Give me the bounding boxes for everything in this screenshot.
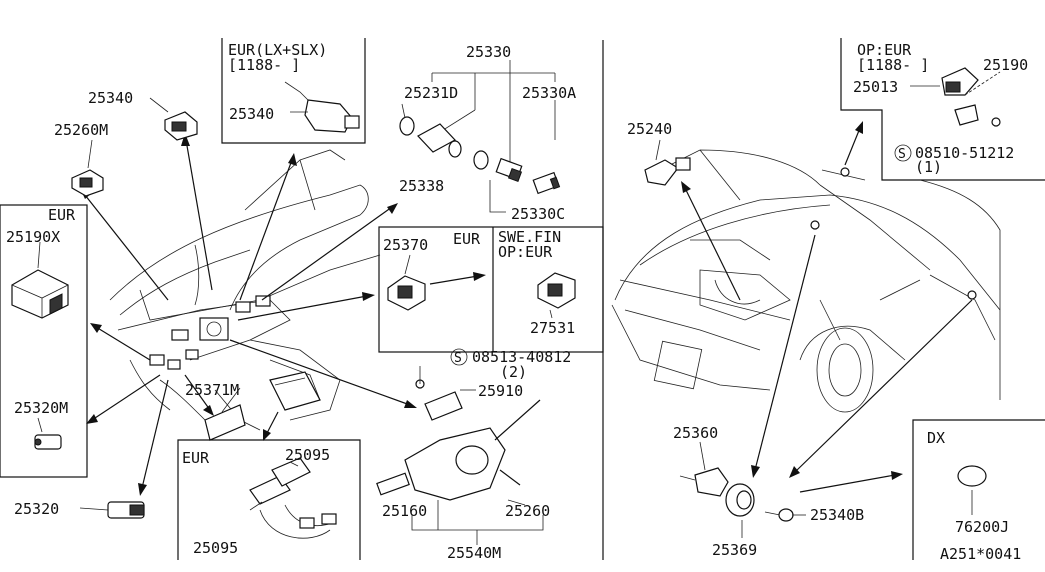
part-25240-sensor [644,157,691,186]
part-25910-bracket [415,366,463,421]
part-25231d-seal [399,116,415,136]
label-08510-51212: 08510-51212 [915,144,1014,162]
label-op-eur-top: OP:EUR [857,41,912,59]
label-25540m: 25540M [447,544,501,562]
pointer-arrows-left [80,133,486,496]
screw-symbol-icon [450,348,468,366]
box-eur-left [0,204,88,478]
label-eur-bottom: EUR [182,449,210,467]
label-swe-fin: SWE.FIN [498,228,561,246]
clip-icon [810,220,820,230]
label-27531: 27531 [530,319,575,337]
label-25369: 25369 [712,541,757,559]
screw-symbol-label: S [454,351,462,366]
label-dx: DX [927,429,945,447]
screw-symbol-icon [894,144,912,162]
label-eur-lx-slx: EUR(LX+SLX) [228,41,327,59]
box-eur-swe-fin [378,226,604,353]
label-08513-qty: (2) [500,363,527,381]
label-25370: 25370 [383,236,428,254]
part-25340-switch [164,111,198,141]
label-25013: 25013 [853,78,898,96]
part-25540m-combination-switch [376,399,541,501]
part-25190x-relay [11,269,69,319]
label-25340: 25340 [88,89,133,107]
part-25340-box-switch [284,81,360,133]
label-25260m: 25260M [54,121,108,139]
label-25095-top: 25095 [285,446,330,464]
label-25330: 25330 [466,43,511,61]
label-25095-bottom: 25095 [193,539,238,557]
label-op-eur-mid: OP:EUR [498,243,553,261]
label-eur-left: EUR [48,206,76,224]
screw-symbol-label: S [898,147,906,162]
label-08510-qty: (1) [915,158,942,176]
label-08513-40812: 08513-40812 [472,348,571,366]
part-25371m-panel [204,404,246,441]
label-76200j: 76200J [955,518,1009,536]
box-op-eur-top [840,38,1045,181]
label-25260: 25260 [505,502,550,520]
part-25360-socket [679,467,729,497]
part-25369-bulb-holder [725,483,755,517]
part-25320m-switch [34,434,62,450]
dashboard-illustration [109,149,381,431]
pointer-arrows-right [681,121,973,493]
part-25320-switch [79,501,145,519]
label-range-1188: [1188- ] [228,56,300,74]
box-eur-lx-slx [221,38,366,144]
part-25370-switch [387,275,426,311]
part-25330a-sensor [532,171,561,195]
part-76200j-plug [957,465,987,515]
label-25330c: 25330C [511,205,565,223]
label-diagram-code: A251*0041 [940,545,1021,563]
label-25371m: 25371M [185,381,239,399]
box-eur-bottom [177,439,361,560]
label-25320m: 25320M [14,399,68,417]
label-25340b: 25340B [810,506,864,524]
label-25160: 25160 [382,502,427,520]
label-25190: 25190 [983,56,1028,74]
part-25338-tube [417,123,462,158]
label-25240: 25240 [627,120,672,138]
part-27531-switch [537,272,576,309]
car-front-illustration [611,149,1001,413]
label-eur-mid: EUR [453,230,481,248]
label-25330a: 25330A [522,84,576,102]
label-25320: 25320 [14,500,59,518]
label-25910: 25910 [478,382,523,400]
label-25340-box: 25340 [229,105,274,123]
box-dx [912,419,1045,560]
part-25330-sensor [473,150,523,183]
label-25338: 25338 [399,177,444,195]
part-25260m-switch [71,169,104,197]
label-range-1188-right: [1188- ] [857,56,929,74]
label-25190x: 25190X [6,228,60,246]
part-25013-25190-relay [941,67,1001,127]
clip-icon [967,290,977,300]
part-25340b-bulb [764,508,794,522]
clip-icon [840,167,850,177]
label-25360: 25360 [673,424,718,442]
label-25231d: 25231D [404,84,458,102]
part-25095-switches [249,457,337,539]
